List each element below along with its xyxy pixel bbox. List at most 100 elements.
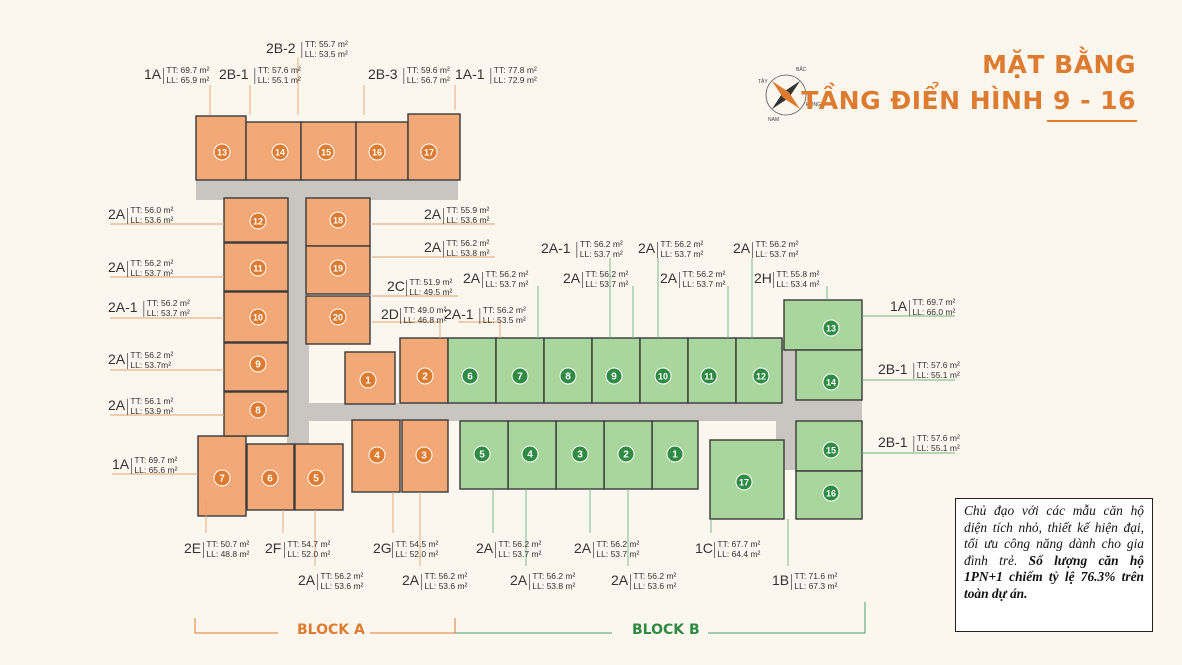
unit-gross-area: TT: 55.9 m² <box>446 205 489 215</box>
unit-gross-area: TT: 56.2 m² <box>580 239 623 249</box>
unit-net-area: LL: 52.0 m² <box>395 549 438 559</box>
unit-a-badge-14: 14 <box>271 143 289 161</box>
unit-gross-area: TT: 56.2 m² <box>485 269 528 279</box>
unit-type: 2A <box>510 572 528 588</box>
unit-b-badge-9: 9 <box>605 367 623 385</box>
unit-gross-area: TT: 57.6 m² <box>917 433 960 443</box>
unit-b-badge-11: 11 <box>700 367 718 385</box>
unit-b-10 <box>639 337 689 404</box>
unit-a-badge-number: 13 <box>217 148 227 158</box>
unit-type: 1C <box>695 540 713 556</box>
unit-a-badge-1: 1 <box>359 371 377 389</box>
unit-b-badge-number: 12 <box>756 372 766 382</box>
unit-a-badge-number: 18 <box>333 216 343 226</box>
unit-type: 2A <box>402 572 420 588</box>
unit-gross-area: TT: 56.2 m² <box>446 238 489 248</box>
unit-type: 2B-1 <box>219 66 249 82</box>
unit-a-badge-number: 10 <box>253 313 263 323</box>
unit-gross-area: TT: 67.7 m² <box>717 539 760 549</box>
unit-net-area: LL: 53.6 m² <box>424 581 467 591</box>
unit-gross-area: TT: 56.2 m² <box>130 350 173 360</box>
unit-gross-area: TT: 54.5 m² <box>395 539 438 549</box>
unit-a-badge-number: 6 <box>267 474 273 485</box>
unit-a-badge-19: 19 <box>329 259 347 277</box>
unit-b-badge-4: 4 <box>521 445 539 463</box>
unit-b-badge-7: 7 <box>511 367 529 385</box>
unit-a-badge-number: 1 <box>365 376 371 387</box>
unit-a-6 <box>246 443 295 511</box>
unit-b-badge-3: 3 <box>571 445 589 463</box>
unit-b-badge-17: 17 <box>735 473 753 491</box>
unit-net-area: LL: 48.8 m² <box>206 549 249 559</box>
unit-net-area: LL: 64.4 m² <box>717 549 760 559</box>
unit-gross-area: TT: 56.2 m² <box>755 239 798 249</box>
unit-a-badge-7: 7 <box>213 469 231 487</box>
unit-b-badge-number: 4 <box>527 450 533 461</box>
unit-gross-area: TT: 56.2 m² <box>660 239 703 249</box>
unit-net-area: LL: 53.7 m² <box>485 279 528 289</box>
unit-b-badge-number: 6 <box>467 372 473 383</box>
leader-line <box>372 321 441 338</box>
unit-net-area: LL: 49.5 m² <box>409 287 452 297</box>
unit-a-badge-number: 5 <box>313 474 319 485</box>
unit-net-area: LL: 53.5 m² <box>305 49 348 59</box>
summary-note: Chủ đạo với các mẫu căn hộ diện tích nhỏ… <box>955 498 1153 632</box>
unit-b-badge-12: 12 <box>752 367 770 385</box>
unit-net-area: LL: 46.8 m² <box>403 315 446 325</box>
unit-type: 1B <box>772 572 789 588</box>
unit-type: 2A <box>733 240 751 256</box>
unit-type: 2G <box>373 540 392 556</box>
unit-net-area: LL: 53.8 m² <box>532 581 575 591</box>
unit-a-badge-6: 6 <box>261 469 279 487</box>
unit-b-badge-10: 10 <box>654 367 672 385</box>
unit-b-badge-5: 5 <box>473 445 491 463</box>
unit-net-area: LL: 53.6 m² <box>320 581 363 591</box>
unit-gross-area: TT: 56.2 m² <box>585 269 628 279</box>
unit-b-badge-number: 13 <box>826 324 836 334</box>
unit-type: 2A <box>108 259 126 275</box>
unit-gross-area: TT: 69.7 m² <box>912 297 955 307</box>
unit-a-badge-16: 16 <box>368 143 386 161</box>
unit-a-badge-number: 4 <box>374 451 380 462</box>
unit-gross-area: TT: 59.6 m² <box>407 65 450 75</box>
unit-a-badge-number: 8 <box>255 406 261 417</box>
unit-a-badge-number: 7 <box>219 474 225 485</box>
unit-b-badge-number: 3 <box>577 450 583 461</box>
unit-net-area: LL: 53.6 m² <box>130 215 173 225</box>
unit-net-area: LL: 53.9 m² <box>130 406 173 416</box>
unit-type: 2B-1 <box>878 434 908 450</box>
unit-a-badge-number: 15 <box>321 148 331 158</box>
unit-a-badge-15: 15 <box>317 143 335 161</box>
unit-type: 2A <box>108 206 126 222</box>
unit-gross-area: TT: 56.0 m² <box>130 205 173 215</box>
unit-net-area: LL: 65.6 m² <box>134 465 177 475</box>
unit-net-area: LL: 66.0 m² <box>912 307 955 317</box>
unit-b-badge-number: 7 <box>517 372 523 383</box>
unit-b-badge-8: 8 <box>559 367 577 385</box>
unit-net-area: LL: 53.7 m² <box>660 249 703 259</box>
unit-a-badge-number: 14 <box>275 148 285 158</box>
block-b-bracket <box>455 602 866 634</box>
compass-south: NAM <box>768 117 779 123</box>
unit-b-badge-number: 14 <box>826 378 836 388</box>
unit-gross-area: TT: 77.8 m² <box>494 65 537 75</box>
unit-gross-area: TT: 57.6 m² <box>917 360 960 370</box>
compass-icon: BẮC ĐÔNG NAM TÂY <box>758 65 821 123</box>
note-highlight: Số lượng căn hộ 1PN+1 chiếm tỷ lệ 76.3% … <box>964 552 1144 601</box>
